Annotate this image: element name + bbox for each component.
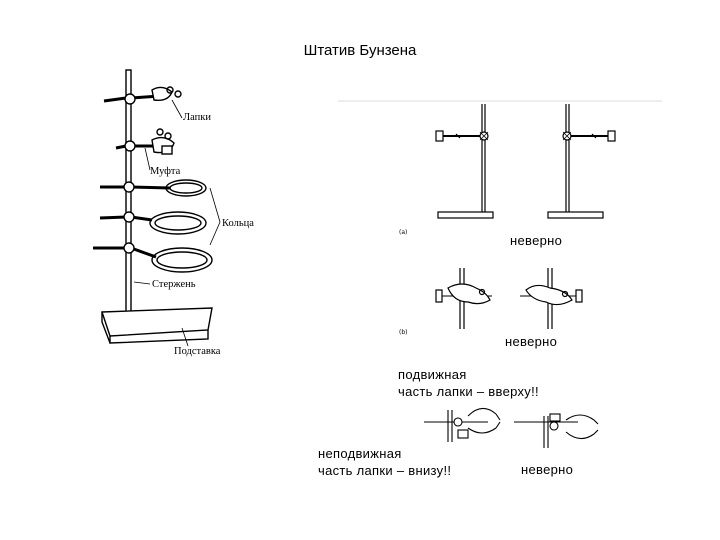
rule-movable: подвижная часть лапки – вверху!! [398,366,539,400]
slide-title: Штатив Бунзена [303,42,417,59]
panel-a-stands [338,100,662,219]
panel-b-verdict: неверно [505,334,558,349]
rule-fixed: неподвижная часть лапки – внизу!! [318,445,451,479]
panel-b-clamps [435,268,583,329]
rule-movable-line1: подвижная [398,367,467,382]
label-coupling: Муфта [150,166,181,177]
rule-fixed-line1: неподвижная [318,446,402,461]
label-base: Подставка [174,346,221,357]
label-rod: Стержень [152,279,196,290]
rule-fixed-line2: часть лапки – внизу!! [318,463,452,478]
bottom-verdict: неверно [521,462,574,477]
bottom-clamps [424,407,599,448]
bunsen-stand-illustration [93,69,221,347]
rule-movable-line2: часть лапки – вверху!! [398,384,539,399]
label-clamps: Лапки [183,112,211,123]
label-rings: Кольца [222,218,254,229]
panel-a-tag: (a) [399,229,408,236]
panel-a-verdict: неверно [510,233,563,248]
panel-b-tag: (b) [399,329,408,336]
